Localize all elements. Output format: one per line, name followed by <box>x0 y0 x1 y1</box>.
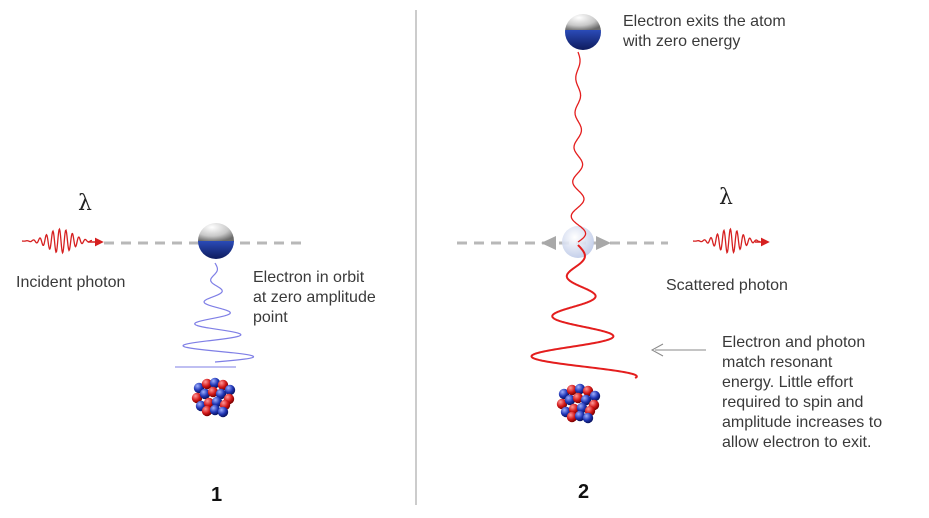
electron-1 <box>196 221 236 261</box>
neutron <box>225 385 235 395</box>
electron-2 <box>563 12 603 52</box>
scattered-photon-wave <box>693 229 768 252</box>
pointer-arrow <box>652 344 706 356</box>
wavelength-symbol-1: λ <box>78 191 92 216</box>
panel-number-1: 1 <box>211 484 222 507</box>
neutron <box>583 413 593 423</box>
electron-spiral-blue <box>183 263 253 362</box>
neutron <box>590 391 600 401</box>
incident-photon-wave <box>22 229 102 253</box>
electron-spiral-red <box>532 245 637 378</box>
arrow-left-gray <box>541 236 556 250</box>
scattered-photon-label: Scattered photon <box>666 276 788 296</box>
electron-exit-label: Electron exits the atom with zero energy <box>623 12 786 52</box>
electron-exit-trail <box>571 52 585 242</box>
resonance-description: Electron and photon match resonant energ… <box>722 333 882 453</box>
panel-number-2: 2 <box>578 481 589 504</box>
arrow-right-gray <box>596 236 611 250</box>
wavelength-symbol-2: λ <box>719 185 733 210</box>
nucleus-2 <box>557 384 600 423</box>
incident-photon-label: Incident photon <box>16 273 125 293</box>
electron-orbit-label: Electron in orbit at zero amplitude poin… <box>253 268 376 328</box>
nucleus-1 <box>192 378 235 417</box>
neutron <box>218 407 228 417</box>
